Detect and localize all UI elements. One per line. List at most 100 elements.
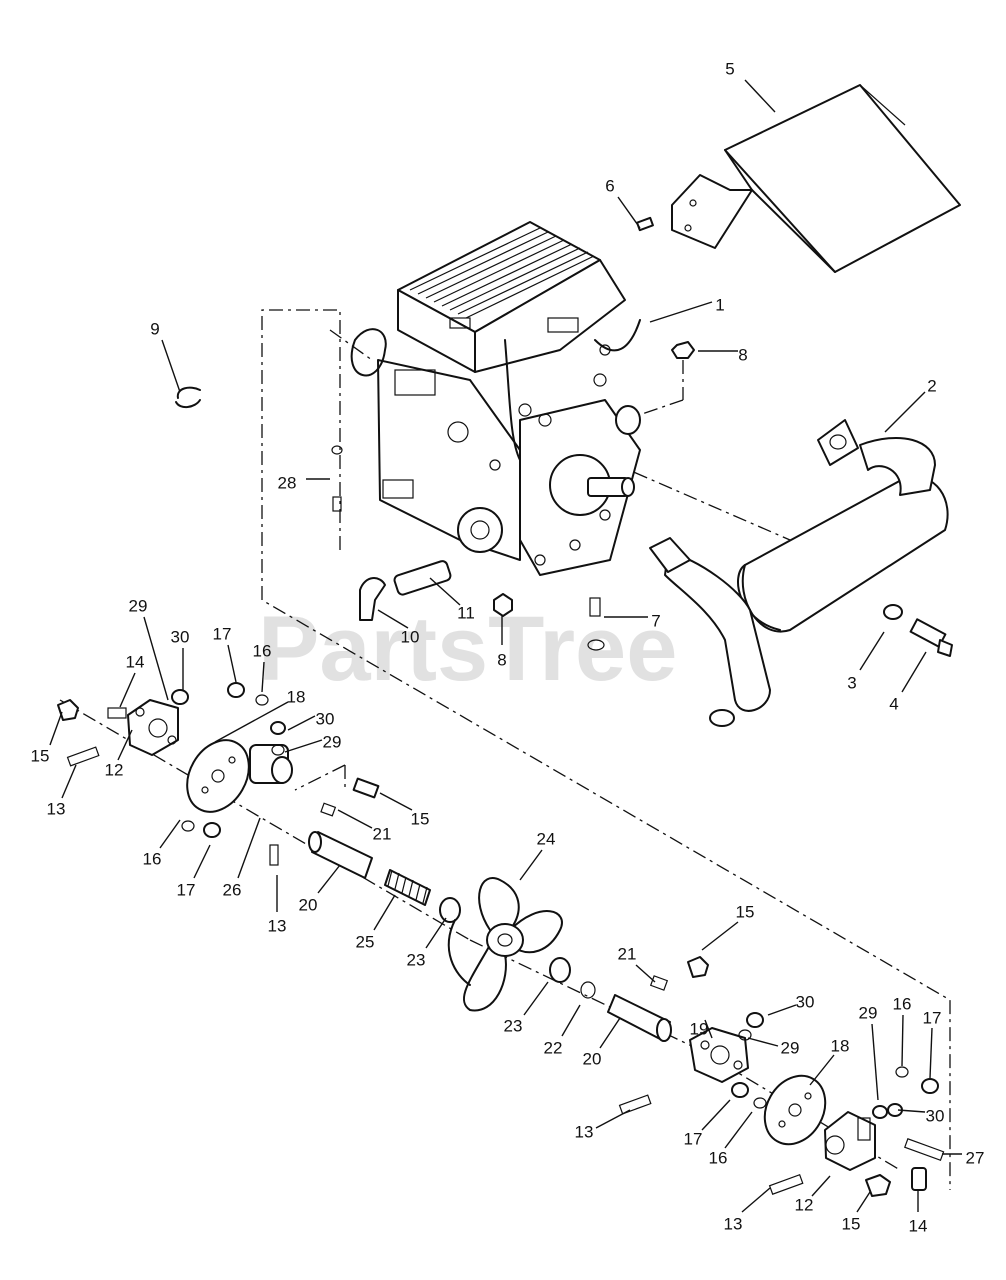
right-mount-assembly xyxy=(618,956,945,1197)
callout-22: 22 xyxy=(544,1038,563,1057)
leader-line-16 xyxy=(901,1014,904,1067)
leader-line-9 xyxy=(161,339,181,393)
callout-13: 13 xyxy=(575,1122,594,1141)
muffler xyxy=(649,419,949,727)
leader-line-17 xyxy=(193,844,211,879)
callout-21: 21 xyxy=(373,824,392,843)
small-hardware-top xyxy=(175,216,953,657)
leader-line-16 xyxy=(261,661,265,693)
leader-line-23 xyxy=(523,981,549,1016)
callout-17: 17 xyxy=(213,624,232,643)
leader-line-30 xyxy=(287,715,316,731)
callout-29: 29 xyxy=(781,1038,800,1057)
leader-line-23 xyxy=(425,917,447,949)
leader-line-29 xyxy=(284,739,323,753)
callout-13: 13 xyxy=(724,1214,743,1233)
leader-line-13 xyxy=(595,1109,631,1129)
callout-21: 21 xyxy=(618,944,637,963)
leader-line-30 xyxy=(767,1004,797,1016)
leader-line-15 xyxy=(379,792,413,811)
leader-line-15 xyxy=(49,711,63,746)
callout-18: 18 xyxy=(831,1036,850,1055)
callout-24: 24 xyxy=(537,829,556,848)
callout-16: 16 xyxy=(893,994,912,1013)
callout-29: 29 xyxy=(323,732,342,751)
leader-line-25 xyxy=(373,894,396,931)
leader-line-17 xyxy=(227,644,237,683)
leader-line-14 xyxy=(119,672,136,708)
leader-line-17 xyxy=(701,1099,731,1131)
leader-line-18 xyxy=(809,1054,835,1086)
leader-line-3 xyxy=(859,631,885,671)
leader-line-17 xyxy=(929,1027,933,1079)
callout-29: 29 xyxy=(859,1003,878,1022)
callout-25: 25 xyxy=(356,932,375,951)
callout-8: 8 xyxy=(738,345,747,364)
callout-13: 13 xyxy=(268,916,287,935)
leader-line-18 xyxy=(214,701,289,743)
callout-23: 23 xyxy=(407,950,426,969)
callout-30: 30 xyxy=(926,1106,945,1125)
callout-2: 2 xyxy=(927,376,936,395)
leader-line-20 xyxy=(317,864,341,894)
left-mount-assembly xyxy=(57,682,380,866)
callout-9: 9 xyxy=(150,319,159,338)
fan-and-shaft xyxy=(308,831,672,1042)
engine xyxy=(350,221,641,576)
leader-line-26 xyxy=(237,817,261,879)
leader-lines xyxy=(49,79,962,1213)
callout-19: 19 xyxy=(690,1019,709,1038)
leader-line-21 xyxy=(337,809,373,829)
callout-5: 5 xyxy=(725,59,734,78)
callout-16: 16 xyxy=(709,1148,728,1167)
leader-line-13 xyxy=(61,764,77,799)
callout-20: 20 xyxy=(299,895,318,914)
callout-30: 30 xyxy=(171,627,190,646)
leader-line-12 xyxy=(811,1175,831,1197)
callout-6: 6 xyxy=(605,176,614,195)
callout-29: 29 xyxy=(129,596,148,615)
callout-28: 28 xyxy=(278,473,297,492)
leader-line-4 xyxy=(901,651,927,693)
leader-line-22 xyxy=(561,1004,581,1037)
leader-line-12 xyxy=(117,729,133,761)
leader-line-1 xyxy=(649,301,713,323)
leader-line-16 xyxy=(724,1111,753,1149)
callout-14: 14 xyxy=(909,1216,928,1235)
leader-line-19 xyxy=(704,1019,713,1039)
leader-line-15 xyxy=(701,921,739,951)
callout-3: 3 xyxy=(847,673,856,692)
heat-shield xyxy=(671,84,961,273)
callout-11: 11 xyxy=(457,603,475,622)
callout-30: 30 xyxy=(316,709,335,728)
callout-8: 8 xyxy=(497,650,506,669)
leader-line-20 xyxy=(599,1017,621,1049)
leader-line-29 xyxy=(143,616,169,701)
leader-line-16 xyxy=(159,819,181,849)
callout-18: 18 xyxy=(287,687,306,706)
callout-10: 10 xyxy=(401,627,420,646)
callout-27: 27 xyxy=(966,1148,985,1167)
callout-17: 17 xyxy=(177,880,196,899)
callout-13: 13 xyxy=(47,799,66,818)
callout-26: 26 xyxy=(223,880,242,899)
callout-15: 15 xyxy=(736,902,755,921)
callout-15: 15 xyxy=(411,809,430,828)
callout-7: 7 xyxy=(651,611,660,630)
callout-14: 14 xyxy=(126,652,145,671)
callout-23: 23 xyxy=(504,1016,523,1035)
leader-line-11 xyxy=(429,577,461,606)
callout-15: 15 xyxy=(842,1214,861,1233)
leader-line-2 xyxy=(884,391,926,433)
leader-line-10 xyxy=(377,609,409,629)
callout-4: 4 xyxy=(889,694,898,713)
callout-16: 16 xyxy=(253,641,272,660)
leader-line-29 xyxy=(871,1023,879,1101)
leader-line-15 xyxy=(856,1191,871,1213)
callout-17: 17 xyxy=(923,1008,942,1027)
leader-line-5 xyxy=(744,79,776,113)
watermark: PartsTree xyxy=(258,598,677,700)
callout-15: 15 xyxy=(31,746,50,765)
